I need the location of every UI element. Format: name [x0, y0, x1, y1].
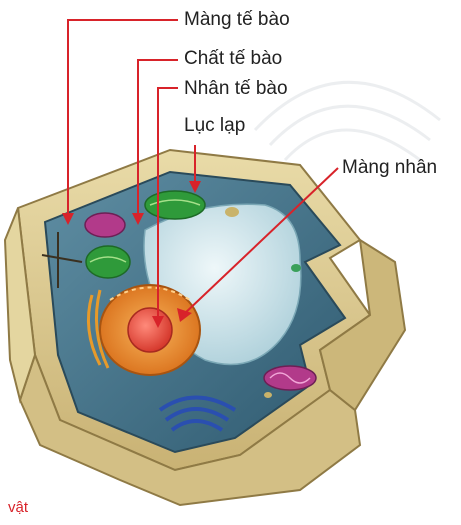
caption: vật	[8, 499, 28, 516]
nucleolus	[128, 308, 172, 352]
label-chloroplast: Lục lạp	[184, 116, 245, 136]
label-cell-membrane: Màng tế bào	[184, 10, 290, 30]
label-cytoplasm: Chất tế bào	[184, 49, 282, 69]
label-nuclear-membrane: Màng nhân	[342, 158, 437, 178]
label-nucleus: Nhân tế bào	[184, 79, 288, 99]
